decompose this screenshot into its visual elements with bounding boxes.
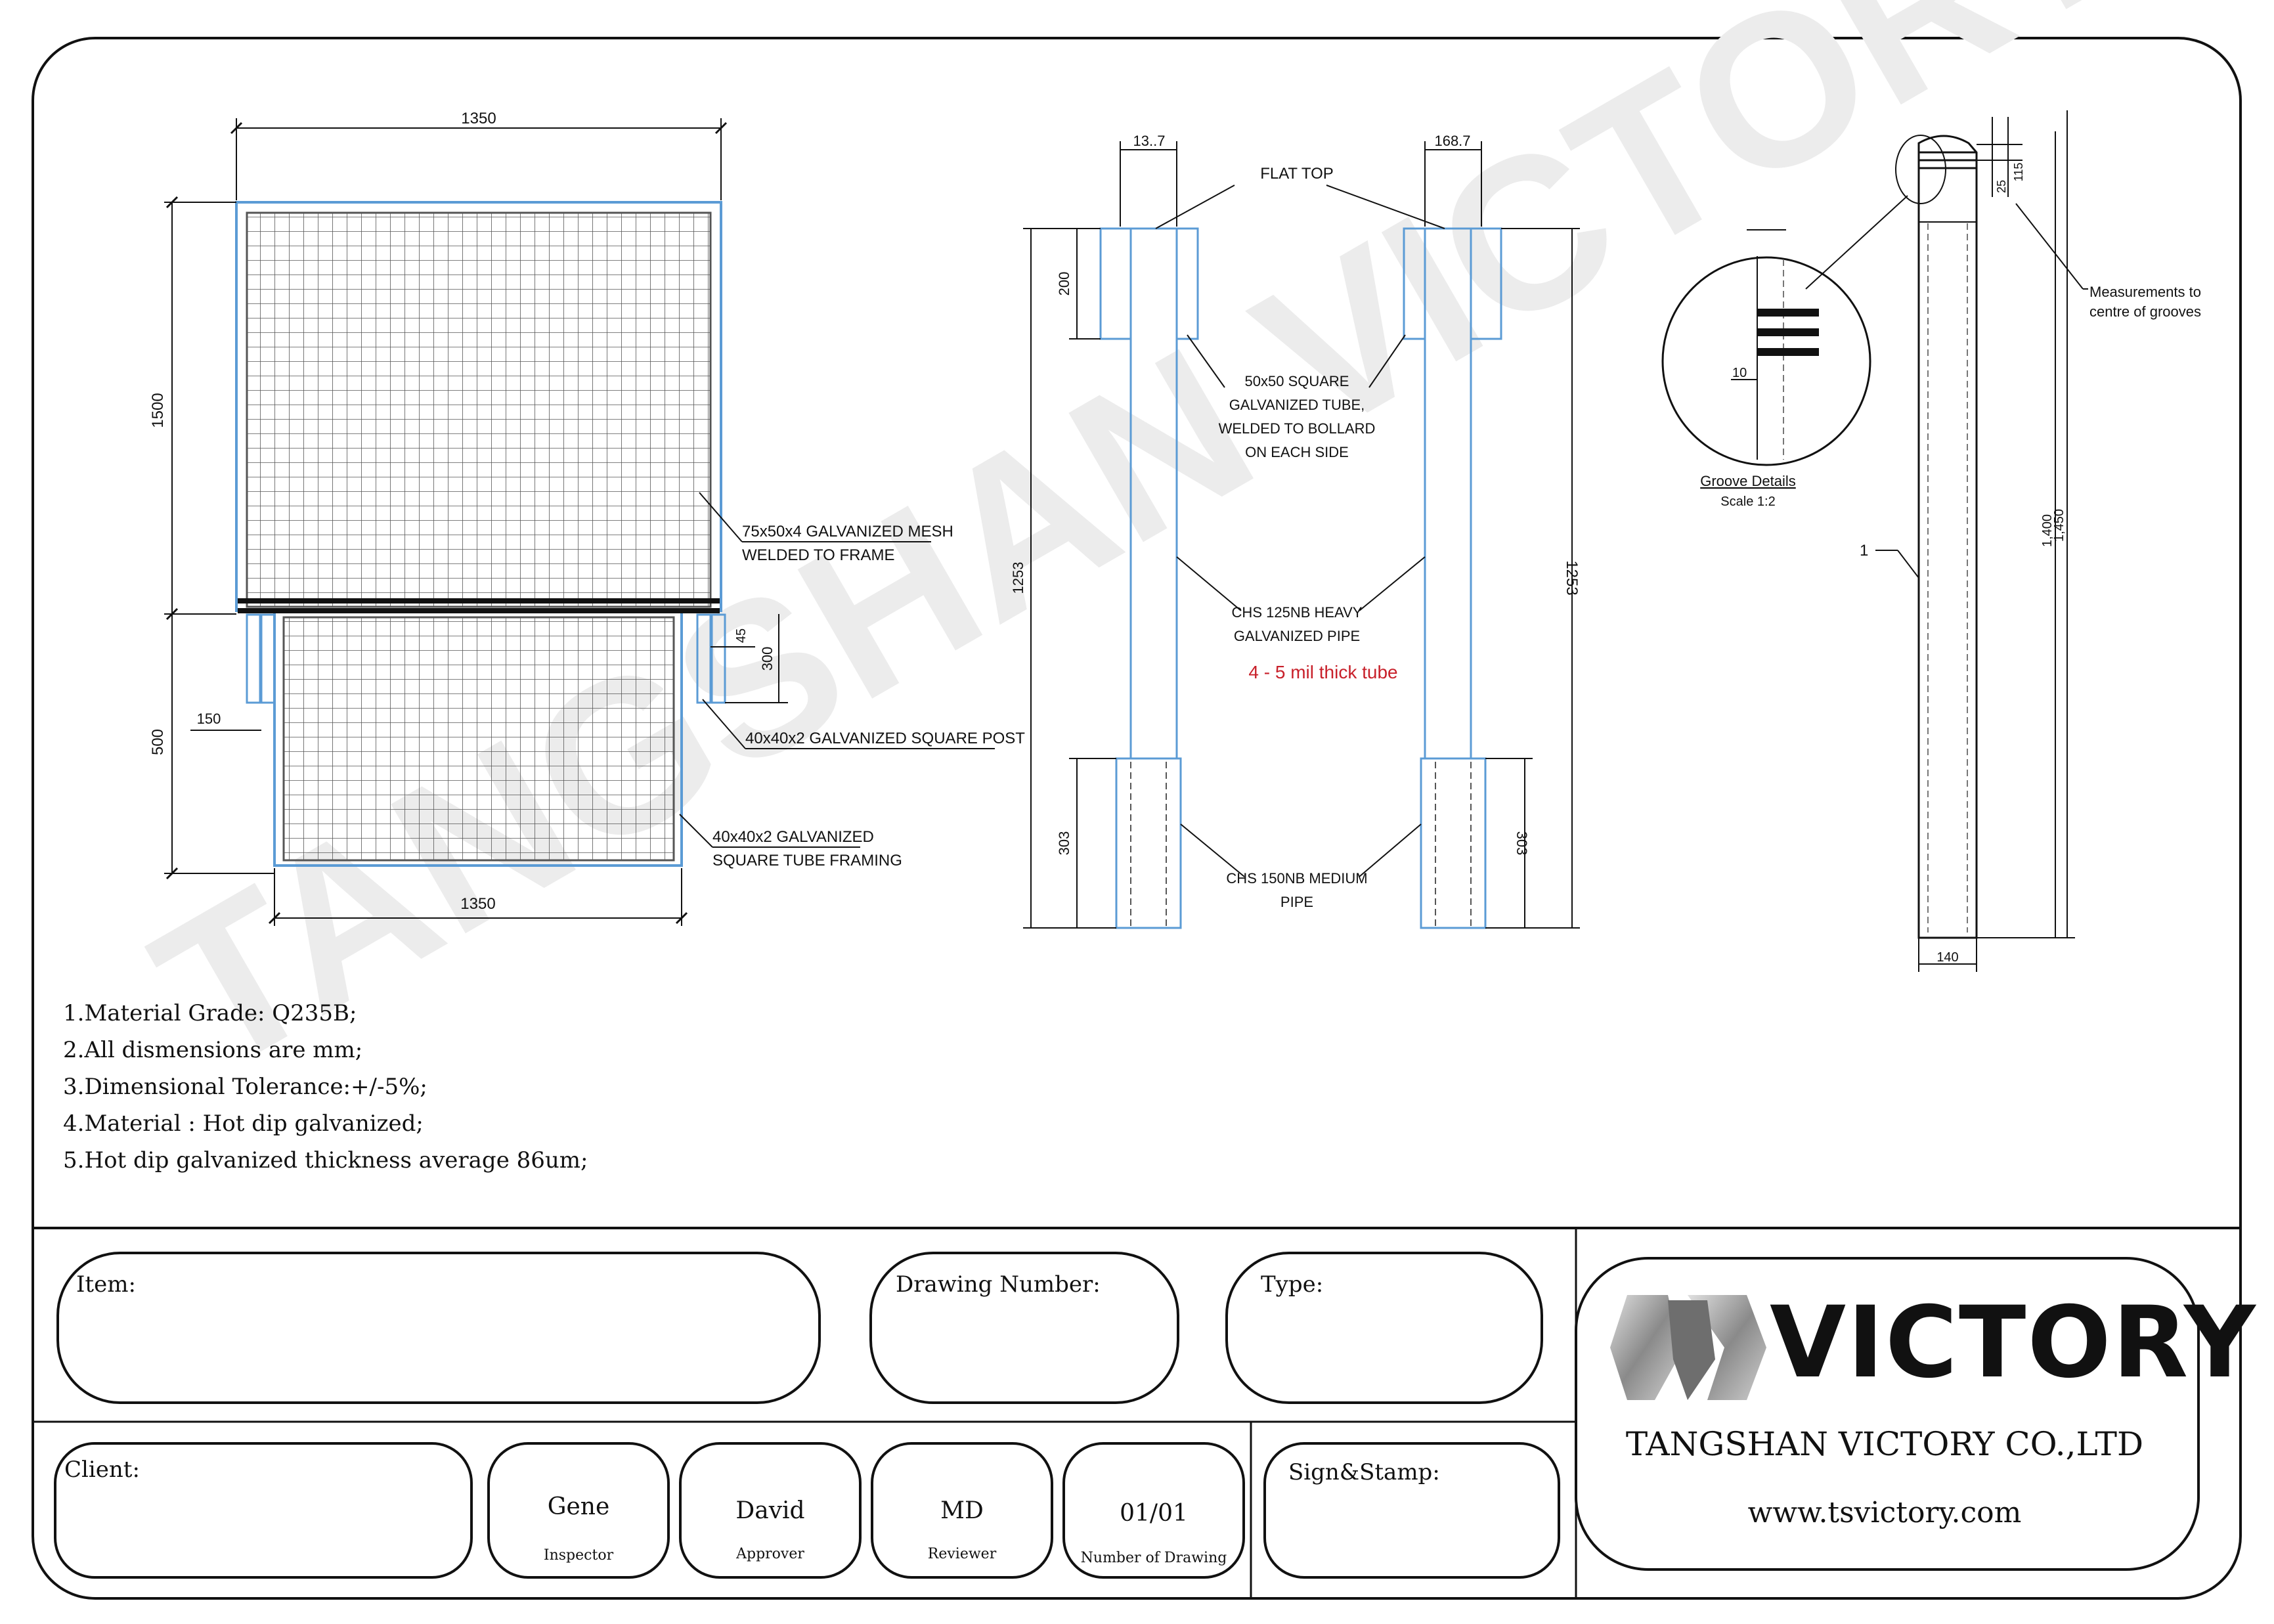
dim-bollard-total-left: 1253 <box>1010 562 1026 594</box>
victory-logo-icon <box>1610 1295 1766 1400</box>
dim-post-height: 300 <box>759 647 776 671</box>
note-item: 4.Material : Hot dip galvanized; <box>63 1110 424 1137</box>
dim-small-115: 115 <box>2012 163 2025 182</box>
note-item: 3.Dimensional Tolerance:+/-5%; <box>63 1074 427 1100</box>
reviewer-role: Reviewer <box>927 1546 997 1562</box>
dim-post-gap: 45 <box>734 628 749 643</box>
company-box <box>1575 1257 2200 1571</box>
dim-height-lower: 500 <box>149 729 167 755</box>
note-item: 2.All dismensions are mm; <box>63 1037 363 1063</box>
label-mesh-line1: 75x50x4 GALVANIZED MESH <box>742 523 953 540</box>
label-frame-line1: 40x40x2 GALVANIZED <box>712 828 874 846</box>
sheet-border <box>32 37 2242 1600</box>
client-label: Client: <box>64 1457 140 1483</box>
drawing-number-field[interactable] <box>869 1252 1179 1404</box>
company-website[interactable]: www.tsvictory.com <box>1747 1496 2022 1529</box>
dim-leg-offset: 150 <box>197 711 221 727</box>
bollard-detail-drawing: 10 Groove Details Scale 1:2 115 25 Measu… <box>1661 110 2201 972</box>
client-field[interactable] <box>54 1442 473 1579</box>
label-flat-top: FLAT TOP <box>1260 165 1334 183</box>
drawing-count-value: 01/01 <box>1120 1500 1188 1527</box>
note-item: 5.Hot dip galvanized thickness average 8… <box>63 1147 588 1174</box>
type-label: Type: <box>1261 1271 1324 1298</box>
brand-wordmark: VICTORY <box>1770 1286 2257 1400</box>
coating-note: 4 - 5 mil thick tube <box>1248 662 1397 682</box>
dim-top-width: 1350 <box>461 110 496 127</box>
company-name: TANGSHAN VICTORY CO.,LTD <box>1625 1425 2144 1463</box>
reviewer-value: MD <box>940 1497 984 1524</box>
label-post: 40x40x2 GALVANIZED SQUARE POST <box>745 730 1025 747</box>
type-field[interactable] <box>1225 1252 1543 1404</box>
drawing-number-label: Drawing Number: <box>896 1271 1101 1298</box>
note-item: 1.Material Grade: Q235B; <box>63 1000 357 1026</box>
label-chs150-line1: CHS 150NB MEDIUM <box>1226 870 1367 887</box>
dim-height-upper: 1500 <box>149 393 167 428</box>
dim-width-140: 140 <box>1936 950 1958 965</box>
dim-height-1400: 1,400 <box>2040 514 2055 547</box>
groove-dim: 10 <box>1732 366 1747 380</box>
callout-line2: centre of grooves <box>2089 303 2201 320</box>
label-chs150-line2: PIPE <box>1280 894 1313 910</box>
dim-bottom-width: 1350 <box>460 895 495 913</box>
approver-box <box>679 1442 862 1579</box>
sign-stamp-label: Sign&Stamp: <box>1288 1459 1440 1485</box>
dim-bollard-width-left: 13..7 <box>1133 133 1166 149</box>
dim-small-25: 25 <box>1995 180 2008 193</box>
dim-bollard-width-right: 168.7 <box>1434 133 1470 149</box>
groove-title: Groove Details <box>1700 473 1796 489</box>
item-field[interactable] <box>56 1252 821 1404</box>
dim-bollard-top: 200 <box>1056 272 1072 296</box>
label-square-line1: 50x50 SQUARE <box>1245 373 1349 389</box>
title-block <box>33 1227 2241 1598</box>
bollard-frame-drawing: 13..7 168.7 FLAT TOP 200 1253 303 1253 3… <box>1010 133 1581 929</box>
reviewer-box <box>871 1442 1053 1579</box>
label-square-line4: ON EACH SIDE <box>1245 444 1349 460</box>
dim-bollard-bottom-right: 303 <box>1514 831 1530 856</box>
inspector-box <box>487 1442 670 1579</box>
label-frame-line2: SQUARE TUBE FRAMING <box>712 852 902 869</box>
drawing-count-role: Number of Drawing <box>1080 1550 1227 1566</box>
inspector-value: Gene <box>547 1493 610 1520</box>
approver-role: Approver <box>736 1546 804 1562</box>
inspector-role: Inspector <box>543 1547 614 1564</box>
dim-bollard-bottom-left: 303 <box>1056 831 1072 856</box>
mesh-panel-drawing: 1350 1500 500 150 45 300 1350 75x50x4 GA… <box>149 110 1025 926</box>
sign-stamp-field[interactable] <box>1263 1442 1560 1579</box>
label-square-line2: GALVANIZED TUBE, <box>1229 397 1365 413</box>
label-chs125-line2: GALVANIZED PIPE <box>1234 628 1360 644</box>
part-number: 1 <box>1860 542 1868 560</box>
label-square-line3: WELDED TO BOLLARD <box>1219 420 1376 437</box>
label-chs125-line1: CHS 125NB HEAVY <box>1232 604 1363 621</box>
dim-bollard-total-right: 1253 <box>1563 560 1581 595</box>
item-label: Item: <box>76 1271 136 1298</box>
drawing-count-box <box>1062 1442 1245 1579</box>
dim-height-1450: 1,450 <box>2052 509 2066 542</box>
groove-scale: Scale 1:2 <box>1720 494 1775 509</box>
label-mesh-line2: WELDED TO FRAME <box>742 546 894 564</box>
notes-list: 1.Material Grade: Q235B; 2.All dismensio… <box>63 995 588 1179</box>
callout-line1: Measurements to <box>2089 284 2201 300</box>
approver-value: David <box>735 1497 805 1524</box>
